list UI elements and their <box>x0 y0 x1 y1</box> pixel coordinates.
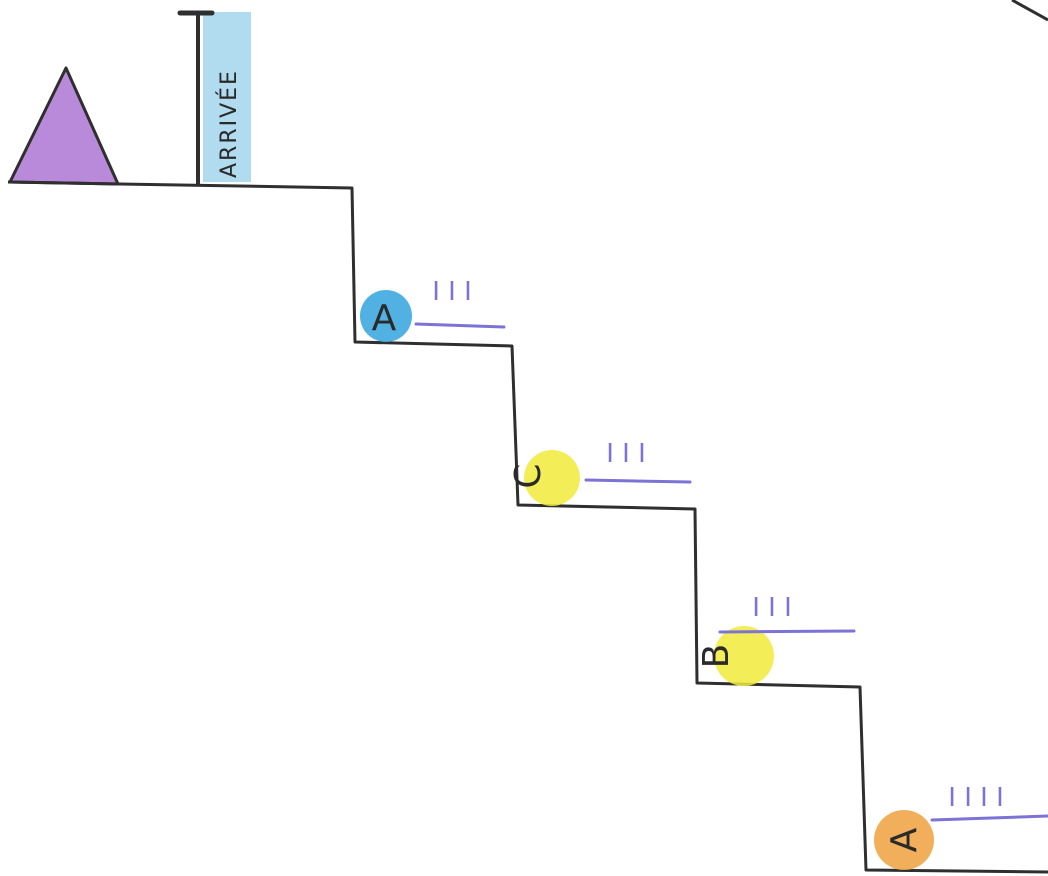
step-2-marker <box>524 450 580 506</box>
finish-band <box>203 12 251 182</box>
step-1-tally: I I I <box>432 277 472 307</box>
step-3-tally-line <box>718 629 856 634</box>
purple-triangle-icon <box>8 66 120 186</box>
step-3-letter: B <box>696 644 737 669</box>
step-1-letter: A <box>372 298 397 339</box>
step-3-tally: I I I <box>752 593 792 623</box>
step-1-tally-line <box>414 322 506 329</box>
step-4-tally: I I I I <box>948 783 1003 813</box>
step-4-marker <box>874 810 934 870</box>
step-2-letter: C <box>508 463 549 488</box>
step-3: B I I I <box>696 593 856 686</box>
step-4: A I I I I <box>874 783 1048 870</box>
staircase-outline <box>7 180 1048 874</box>
step-2: C I I I <box>508 439 692 506</box>
step-2-tally: I I I <box>606 439 646 469</box>
step-4-letter: A <box>884 827 925 852</box>
finish-label: ARRIVÉE <box>216 69 242 178</box>
step-2-tally-line <box>584 478 692 484</box>
step-1: A I I I <box>360 277 506 342</box>
step-3-marker <box>714 626 774 686</box>
step-4-tally-line <box>930 814 1048 822</box>
finish-flag: ARRIVÉE <box>177 10 251 186</box>
step-1-marker <box>360 290 412 342</box>
corner-stroke <box>1011 0 1048 22</box>
